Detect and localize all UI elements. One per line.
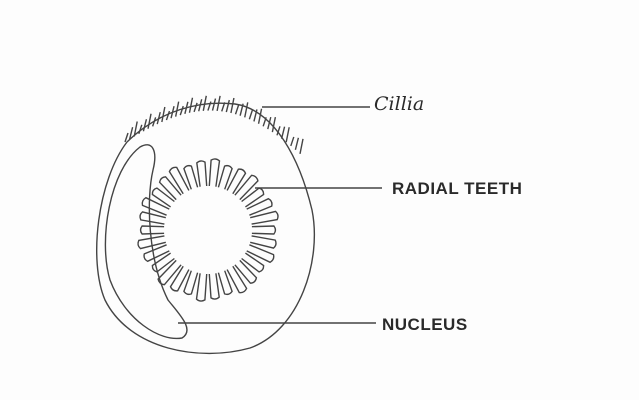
radial-tooth bbox=[183, 164, 199, 190]
radial-tooth bbox=[196, 160, 208, 187]
radial-tooth bbox=[217, 270, 233, 296]
radial-tooth bbox=[234, 259, 258, 284]
radial-tooth bbox=[226, 265, 248, 294]
cilium bbox=[267, 116, 272, 130]
cilium bbox=[193, 102, 198, 113]
cilium bbox=[257, 108, 263, 124]
radial-tooth bbox=[158, 176, 182, 201]
radial-tooth bbox=[208, 158, 221, 187]
cilium bbox=[133, 121, 138, 137]
radial-tooth bbox=[141, 196, 170, 216]
radial-tooth bbox=[143, 244, 170, 263]
cilium bbox=[124, 132, 129, 143]
nucleus-shape bbox=[104, 144, 188, 340]
cilium bbox=[184, 101, 189, 115]
cilium bbox=[165, 110, 171, 121]
radial-tooth bbox=[246, 244, 275, 264]
radial-tooth bbox=[157, 259, 182, 286]
radial-tooth bbox=[250, 210, 279, 225]
radial-tooth bbox=[226, 168, 247, 195]
cell-outline bbox=[96, 102, 316, 355]
radial-tooth bbox=[168, 166, 190, 195]
radial-tooth bbox=[183, 270, 199, 296]
cilium bbox=[262, 117, 267, 127]
radial-tooth bbox=[139, 211, 166, 225]
radial-tooth bbox=[208, 273, 220, 300]
cilium bbox=[294, 137, 300, 150]
cilium bbox=[202, 95, 207, 111]
radial-tooth bbox=[195, 273, 208, 302]
radial-tooth bbox=[139, 225, 165, 235]
cilium bbox=[244, 102, 249, 118]
cilium bbox=[290, 136, 295, 147]
cilium bbox=[138, 124, 143, 135]
cilium bbox=[280, 126, 286, 139]
radial-tooth bbox=[234, 174, 259, 201]
cilium bbox=[271, 116, 277, 133]
radial-tooth bbox=[241, 187, 265, 208]
radial-tooth bbox=[246, 197, 273, 216]
cilium bbox=[221, 102, 226, 112]
radial-tooth bbox=[137, 235, 166, 250]
cilium bbox=[230, 97, 235, 114]
radial-tooth bbox=[151, 187, 175, 208]
cilium bbox=[147, 113, 152, 129]
cilium bbox=[234, 105, 240, 115]
radial-tooth bbox=[217, 164, 233, 190]
cilium bbox=[239, 103, 244, 116]
cilium bbox=[151, 117, 157, 127]
cilium bbox=[161, 106, 166, 123]
cilium bbox=[253, 109, 258, 122]
cilium bbox=[142, 119, 148, 132]
radial-tooth bbox=[251, 225, 277, 235]
cilium bbox=[128, 127, 134, 140]
radial-tooth bbox=[241, 252, 265, 273]
cilium bbox=[285, 127, 290, 143]
cilium bbox=[216, 95, 221, 111]
radial-tooth bbox=[169, 265, 190, 292]
radial-teeth-label: RADIAL TEETH bbox=[392, 179, 523, 198]
cilia-label: Cillia bbox=[374, 93, 425, 115]
cilium bbox=[299, 138, 304, 154]
cilium bbox=[225, 99, 230, 113]
cilia-group bbox=[124, 95, 304, 154]
radial-tooth bbox=[250, 235, 277, 249]
cilium bbox=[170, 106, 175, 119]
cilium bbox=[207, 101, 212, 111]
cilium bbox=[198, 99, 203, 112]
cilium bbox=[276, 126, 281, 136]
nucleus-label: NUCLEUS bbox=[382, 315, 468, 334]
cilium bbox=[174, 101, 180, 117]
radial-tooth bbox=[151, 252, 175, 273]
cilium bbox=[248, 110, 254, 120]
cilium bbox=[179, 105, 184, 116]
cilium bbox=[156, 111, 161, 125]
cilium bbox=[211, 98, 217, 111]
cilium bbox=[188, 97, 194, 113]
radial-teeth-group bbox=[137, 158, 279, 302]
